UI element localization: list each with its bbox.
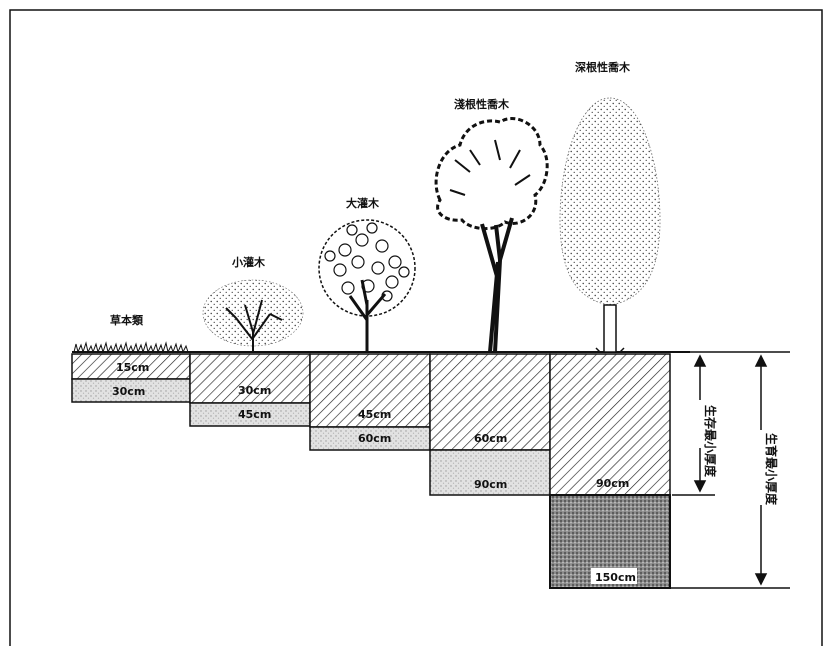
plant-label-large-shrub: 大灌木 xyxy=(346,196,380,210)
plant-label-deep-tree: 深根性喬木 xyxy=(575,60,631,74)
plant-label-herb: 草本類 xyxy=(110,313,144,327)
herb-grass-illustration xyxy=(73,341,189,354)
survival-label-small-shrub: 30cm xyxy=(238,384,271,397)
growth-dimension xyxy=(670,351,790,589)
growth-label-shallow-tree: 90cm xyxy=(474,478,507,491)
survival-label-herb: 15cm xyxy=(116,361,149,374)
survival-label-deep-tree: 90cm xyxy=(596,477,629,490)
small-shrub-illustration xyxy=(202,279,304,352)
survival-dimension-label: 生存最小厚度 xyxy=(703,405,718,478)
survival-dimension xyxy=(672,351,715,496)
survival-label-shallow-tree: 60cm xyxy=(474,432,507,445)
soil-growth-shallow-tree xyxy=(429,449,551,496)
growth-label-bg-deep-tree xyxy=(591,568,637,584)
growth-label-herb: 30cm xyxy=(112,385,145,398)
soil-survival-shallow-tree xyxy=(429,353,551,451)
soil-survival-large-shrub xyxy=(309,353,431,428)
survival-label-large-shrub: 45cm xyxy=(358,408,391,421)
growth-label-small-shrub: 45cm xyxy=(238,408,271,421)
plant-label-small-shrub: 小灌木 xyxy=(231,255,266,269)
deep-tree-illustration xyxy=(559,97,661,353)
large-shrub-illustration xyxy=(318,219,416,352)
outer-frame xyxy=(9,9,823,650)
shallow-tree-illustration xyxy=(434,117,549,353)
plant-label-shallow-tree: 淺根性喬木 xyxy=(454,97,510,111)
growth-label-large-shrub: 60cm xyxy=(358,432,391,445)
soil-survival-deep-tree xyxy=(549,353,671,496)
growth-label-deep-tree: 150cm xyxy=(595,571,636,584)
growth-dimension-label: 生育最小厚度 xyxy=(764,433,779,506)
